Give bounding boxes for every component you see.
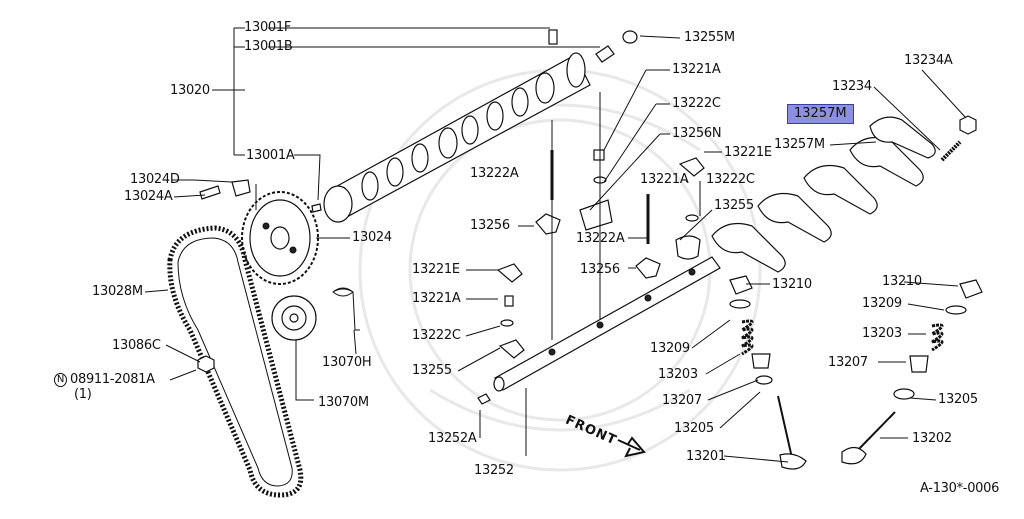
part-label-13203-left: 13203 — [658, 367, 698, 382]
part-label-13255m: 13255M — [684, 30, 735, 45]
part-label-08911-prefix: N — [54, 373, 67, 387]
valve-train-intake — [729, 275, 807, 470]
part-label-13001f: 13001F — [244, 20, 292, 35]
rocker-arms — [711, 116, 936, 273]
part-label-13209-left: 13209 — [650, 341, 690, 356]
part-label-13221e-left: 13221E — [412, 262, 460, 277]
part-label-13024a: 13024A — [124, 189, 173, 204]
part-label-13221a-left: 13221A — [412, 291, 461, 306]
part-label-13257m-highlight[interactable]: 13257M — [787, 104, 854, 124]
part-label-13205-right: 13205 — [938, 392, 978, 407]
part-label-13209-right: 13209 — [862, 296, 902, 311]
part-label-13202: 13202 — [912, 431, 952, 446]
rocker-shaft — [493, 256, 721, 392]
part-label-13028m: 13028M — [92, 284, 143, 299]
adjust-screw — [940, 115, 977, 162]
part-label-13221e-top: 13221E — [724, 145, 772, 160]
part-label-13252a: 13252A — [428, 431, 477, 446]
shaft-brackets — [496, 149, 705, 359]
camshaft — [323, 52, 591, 223]
part-label-13205-left: 13205 — [674, 421, 714, 436]
part-label-13024d: 13024D — [130, 172, 180, 187]
part-label-13256-left: 13256 — [470, 218, 510, 233]
part-label-13086c: 13086C — [112, 338, 161, 353]
part-label-13234: 13234 — [832, 79, 872, 94]
part-label-13257m: 13257M — [774, 137, 825, 152]
idler-spring — [332, 287, 360, 331]
bolts — [197, 179, 322, 373]
part-label-13222a-mid: 13222A — [576, 231, 625, 246]
part-label-13256-mid: 13256 — [580, 262, 620, 277]
part-label-13207-right: 13207 — [828, 355, 868, 370]
part-label-08911-qty: (1) — [74, 387, 92, 402]
part-label-13210-right: 13210 — [882, 274, 922, 289]
callout-lines — [144, 27, 967, 463]
part-label-13221a-top: 13221A — [672, 62, 721, 77]
part-label-13221a-mid: 13221A — [640, 172, 689, 187]
part-label-13256n: 13256N — [672, 126, 722, 141]
part-label-13222c-top: 13222C — [672, 96, 721, 111]
part-label-13207-left: 13207 — [662, 393, 702, 408]
idler-pulley — [271, 295, 317, 341]
part-label-13234a: 13234A — [904, 53, 953, 68]
front-arrow — [617, 436, 646, 458]
timing-belt — [167, 225, 304, 498]
part-label-13210-left: 13210 — [772, 277, 812, 292]
part-label-13255-top: 13255 — [714, 198, 754, 213]
part-label-13201: 13201 — [686, 449, 726, 464]
part-label-13001a: 13001A — [246, 148, 295, 163]
part-label-13020: 13020 — [170, 83, 210, 98]
diagram-reference-code: A-130*-0006 — [920, 481, 1000, 496]
part-label-13070m: 13070M — [318, 395, 369, 410]
part-label-13070h: 13070H — [322, 355, 372, 370]
part-label-13001b: 13001B — [244, 39, 293, 54]
part-label-13203-right: 13203 — [862, 326, 902, 341]
part-label-13252: 13252 — [474, 463, 514, 478]
cam-sprocket — [241, 191, 319, 285]
part-label-13222c-left: 13222C — [412, 328, 461, 343]
pin-13252a — [477, 393, 491, 405]
top-fittings — [548, 29, 638, 63]
part-label-13024: 13024 — [352, 230, 392, 245]
part-label-08911: 08911-2081A — [70, 372, 155, 387]
part-label-13255-left: 13255 — [412, 363, 452, 378]
part-label-13222c-mid: 13222C — [706, 172, 755, 187]
part-label-13222a-left: 13222A — [470, 166, 519, 181]
valve-train-exhaust — [841, 279, 983, 465]
